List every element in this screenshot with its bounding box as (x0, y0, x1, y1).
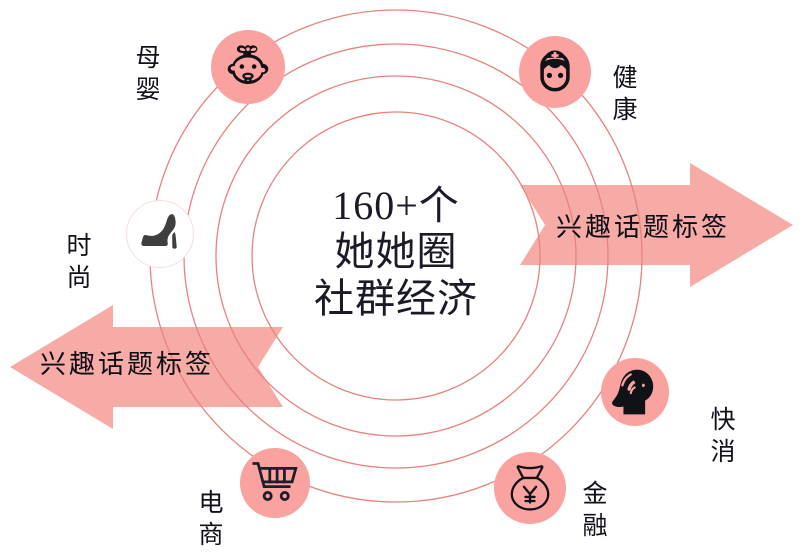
money-bag-yen-icon (502, 460, 558, 516)
arrow-right-shape (520, 163, 793, 287)
node-ecommerce[interactable] (240, 448, 310, 518)
node-fmcg[interactable] (601, 358, 669, 426)
node-health[interactable] (519, 36, 591, 108)
arrow-left-shape (10, 305, 283, 429)
label-maternal-infant: 母婴 (135, 44, 161, 104)
center-title: 160+个 她她圈 社群经济 (238, 183, 554, 322)
node-finance[interactable] (494, 452, 566, 524)
arrow-label-right: 兴趣话题标签 (556, 212, 731, 242)
label-health: 健康 (612, 64, 638, 124)
baby-icon (220, 39, 276, 95)
center-line-2: 她她圈 (334, 229, 458, 275)
center-line-3: 社群经济 (314, 275, 478, 321)
node-maternal-infant[interactable] (211, 30, 285, 104)
center-line-1: 160+个 (332, 183, 460, 228)
node-fashion[interactable] (126, 200, 194, 268)
label-finance: 金融 (582, 480, 608, 540)
arrow-label-left: 兴趣话题标签 (40, 349, 215, 379)
shopping-cart-icon (249, 457, 301, 509)
label-fashion: 时尚 (66, 232, 92, 292)
high-heel-icon (135, 209, 185, 259)
label-fmcg: 快消 (710, 406, 736, 466)
woman-profile-icon (607, 364, 663, 420)
nurse-icon (528, 45, 582, 99)
label-ecommerce: 电商 (198, 489, 224, 549)
